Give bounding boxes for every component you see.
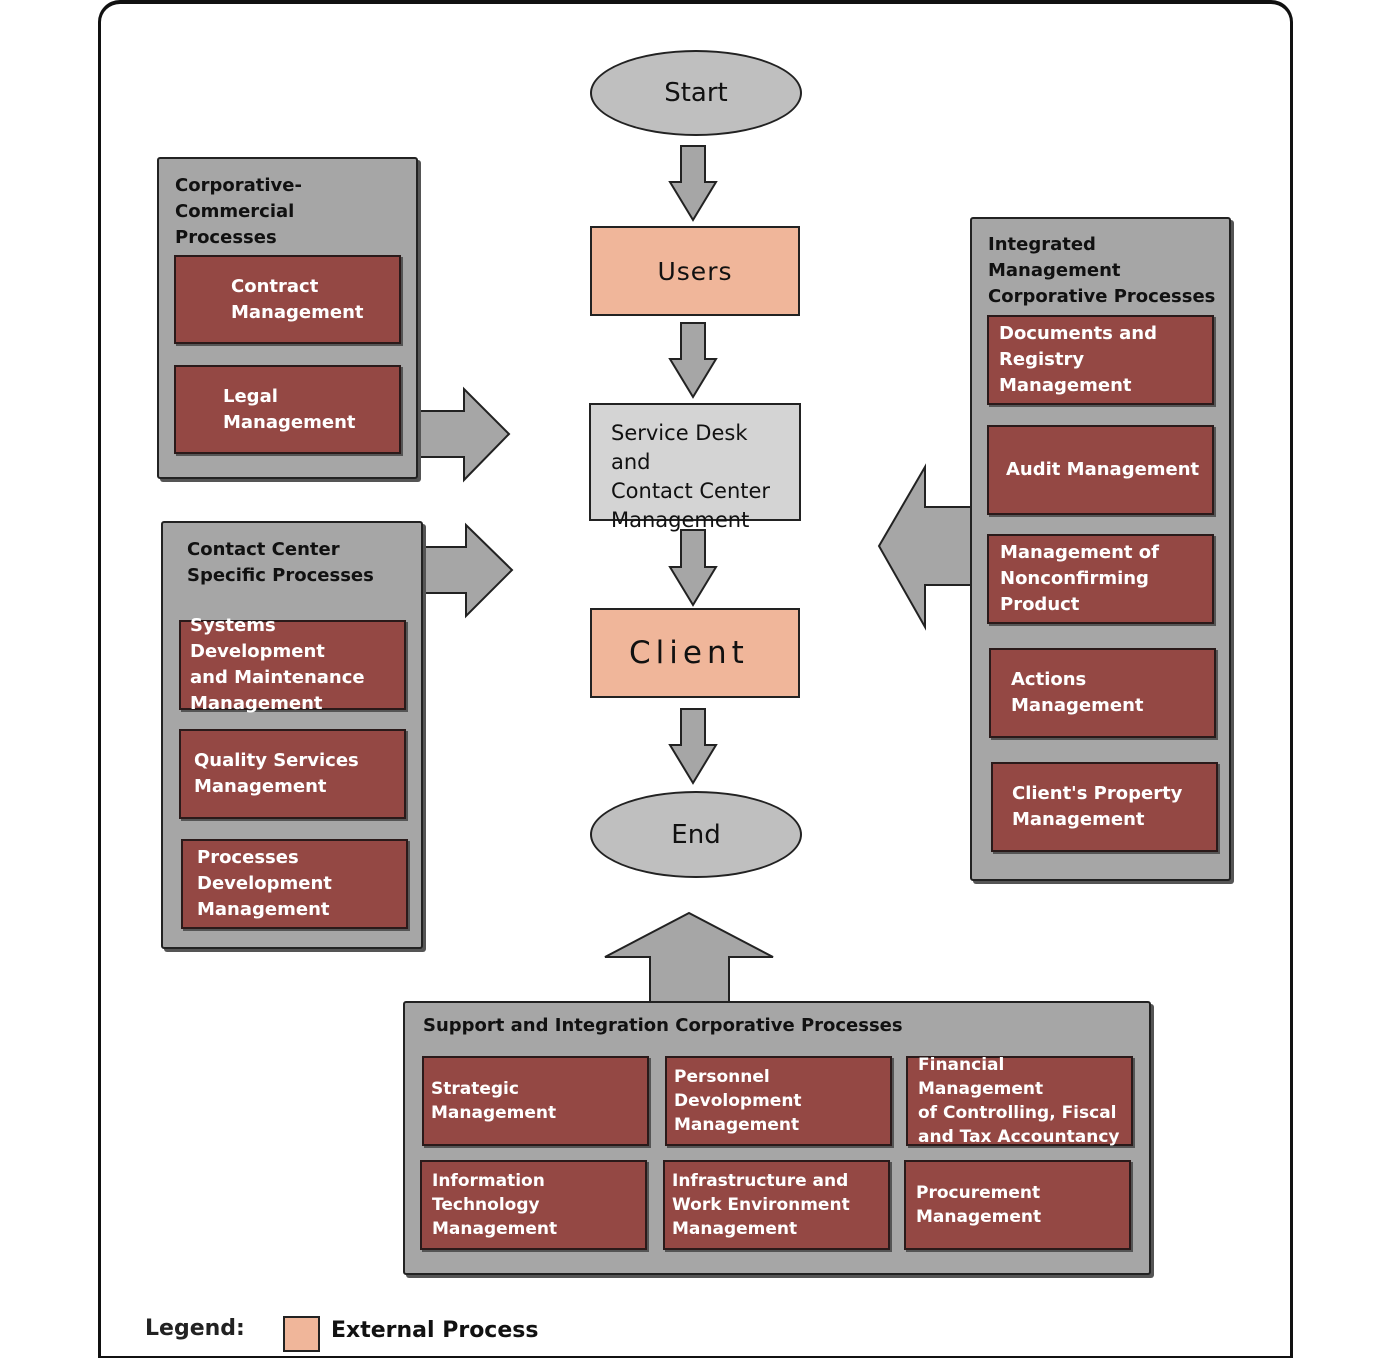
arrow-corporative-commercial-right	[418, 386, 511, 483]
group-title: Corporative-Commercial Processes	[175, 175, 302, 248]
process-procurement-management: Procurement Management	[904, 1160, 1131, 1250]
start-node: Start	[590, 50, 802, 136]
group-title: Support and Integration Corporative Proc…	[423, 1015, 903, 1036]
process-audit-management: Audit Management	[987, 425, 1214, 515]
process-infrastructure-work-environment: Infrastructure and Work Environment Mana…	[663, 1160, 890, 1250]
arrow-servicedesk-to-client	[668, 529, 718, 607]
client-node: Client	[590, 608, 800, 698]
service-desk-node: Service Desk and Contact Center Manageme…	[589, 403, 801, 532]
process-quality-services: Quality Services Management	[179, 729, 406, 819]
end-node: End	[590, 791, 802, 878]
process-systems-development: Systems Development and Maintenance Mana…	[179, 615, 406, 714]
diagram-frame	[98, 0, 1293, 1358]
arrow-support-up	[604, 911, 774, 1003]
process-personnel-development: Personnel Devolopment Management	[665, 1056, 892, 1146]
process-legal-management: Legal Management	[174, 365, 401, 454]
group-title: Contact Center Specific Processes	[187, 539, 374, 586]
arrow-integrated-management-left	[877, 463, 972, 631]
service-desk-label: Service Desk and Contact Center Manageme…	[611, 421, 771, 532]
process-processes-development: Processes Development Management	[181, 839, 408, 929]
process-information-technology: Information Technology Management	[420, 1160, 647, 1250]
legend-external-swatch	[283, 1316, 320, 1352]
legend-label: Legend:	[145, 1316, 245, 1341]
process-strategic-management: Strategic Management	[422, 1056, 649, 1146]
process-actions-management: Actions Management	[989, 648, 1216, 738]
process-documents-registry: Documents and Registry Management	[987, 315, 1214, 405]
process-nonconfirming-product: Management of Nonconfirming Product	[987, 534, 1214, 624]
legend-external-text: External Process	[331, 1318, 539, 1343]
arrow-contact-center-right	[422, 522, 514, 619]
arrow-start-to-users	[668, 145, 718, 222]
group-title: Integrated Management Corporative Proces…	[988, 234, 1216, 307]
integrated-management-group: Integrated Management Corporative Proces…	[970, 217, 1231, 881]
support-integration-group: Support and Integration Corporative Proc…	[403, 1001, 1151, 1275]
users-node: Users	[590, 226, 800, 316]
process-financial-management: Financial Management of Controlling, Fis…	[906, 1055, 1133, 1147]
process-clients-property: Client's Property Management	[991, 762, 1218, 852]
contact-center-group: Contact Center Specific Processes System…	[161, 521, 423, 949]
corporative-commercial-group: Corporative-Commercial Processes Contrac…	[157, 157, 418, 479]
arrow-users-to-servicedesk	[668, 322, 718, 399]
arrow-client-to-end	[668, 708, 718, 785]
process-contract-management: Contract Management	[174, 255, 401, 344]
